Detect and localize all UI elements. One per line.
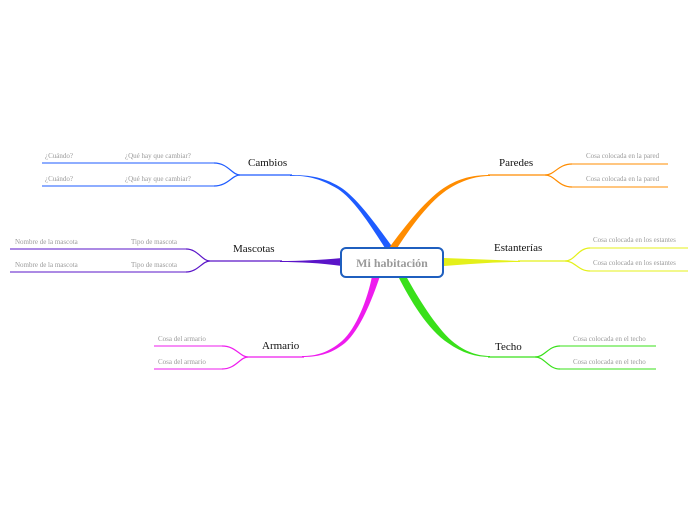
sub-label-techo-2[interactable]: Cosa colocada en el techo [573,358,646,366]
sub-connector-paredes-2 [544,174,573,188]
branch-cambios[interactable]: Cambios ¿Qué hay que cambiar? ¿Qué hay q… [42,152,396,253]
branch-techo[interactable]: Techo Cosa colocada en el techo Cosa col… [398,276,656,370]
branch-estanterias[interactable]: Estanterías Cosa colocada en los estante… [444,236,688,272]
sub-label-techo-1[interactable]: Cosa colocada en el techo [573,335,646,343]
branch-label-paredes[interactable]: Paredes [499,157,533,169]
connector-paredes [389,175,490,250]
child-label-mascotas-1[interactable]: Nombre de la mascota [15,238,79,246]
sub-label-mascotas-2[interactable]: Tipo de mascota [131,261,178,269]
child-label-cambios-1[interactable]: ¿Cuándo? [45,152,73,160]
child-label-cambios-2[interactable]: ¿Cuándo? [45,175,73,183]
sub-label-armario-2[interactable]: Cosa del armario [158,358,206,366]
sub-connector-mascotas-2 [185,260,211,273]
root-node-box [340,247,444,278]
branch-label-techo[interactable]: Techo [495,341,522,353]
sub-connector-cambios-1 [213,162,241,176]
connector-mascotas [280,258,342,266]
branch-mascotas[interactable]: Mascotas Tipo de mascota Tipo de mascota… [10,238,342,273]
connector-armario [302,276,380,357]
sub-connector-paredes-1 [544,163,573,176]
sub-connector-armario-1 [221,345,249,358]
branch-label-estanterias[interactable]: Estanterías [494,242,542,254]
sub-connector-cambios-2 [213,174,241,187]
sub-label-estanterias-2[interactable]: Cosa colocada en los estantes [593,259,676,267]
connector-techo [398,276,490,357]
branch-label-armario[interactable]: Armario [262,340,300,352]
branch-paredes[interactable]: Paredes Cosa colocada en la pared Cosa c… [389,152,668,250]
sub-connector-estanterias-2 [564,260,591,272]
branch-label-mascotas[interactable]: Mascotas [233,243,275,255]
connector-cambios [290,175,396,253]
root-node-label: Mi habitación [356,256,428,270]
sub-label-mascotas-1[interactable]: Tipo de mascota [131,238,178,246]
sub-label-cambios-2[interactable]: ¿Qué hay que cambiar? [125,175,191,183]
sub-connector-techo-1 [534,345,561,358]
child-label-mascotas-2[interactable]: Nombre de la mascota [15,261,79,269]
sub-connector-mascotas-1 [185,248,211,262]
root-node[interactable]: Mi habitación [340,247,444,278]
connector-estanterias [444,258,520,266]
sub-label-armario-1[interactable]: Cosa del armario [158,335,206,343]
sub-label-paredes-1[interactable]: Cosa colocada en la pared [586,152,660,160]
sub-label-paredes-2[interactable]: Cosa colocada en la pared [586,175,660,183]
sub-connector-techo-2 [534,356,561,370]
branch-armario[interactable]: Armario Cosa del armario Cosa del armari… [154,276,380,370]
sub-label-estanterias-1[interactable]: Cosa colocada en los estantes [593,236,676,244]
branch-label-cambios[interactable]: Cambios [248,157,287,169]
sub-connector-armario-2 [221,356,249,370]
sub-connector-estanterias-1 [564,247,591,262]
sub-label-cambios-1[interactable]: ¿Qué hay que cambiar? [125,152,191,160]
